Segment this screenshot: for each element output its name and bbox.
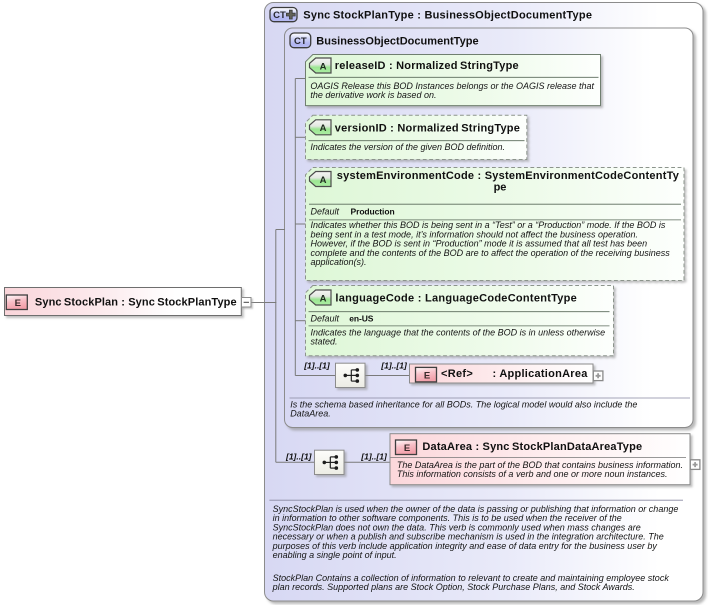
svg-text:[1]..[1]: [1]..[1] bbox=[285, 451, 313, 461]
svg-text:systemEnvironmentCode : System: systemEnvironmentCode : SystemEnvironmen… bbox=[337, 170, 680, 182]
svg-text:E: E bbox=[404, 443, 410, 454]
svg-text:However, if the BOD is sent in: However, if the BOD is sent in “Producti… bbox=[311, 239, 648, 249]
svg-text:BusinessObjectDocumentType: BusinessObjectDocumentType bbox=[316, 36, 478, 48]
svg-text:releaseID : Normalized StringT: releaseID : Normalized StringType bbox=[335, 60, 519, 72]
svg-text:CT: CT bbox=[294, 36, 307, 47]
svg-text:Sync StockPlan : Sync StockPla: Sync StockPlan : Sync StockPlanType bbox=[35, 296, 237, 308]
svg-text:[1]..[1]: [1]..[1] bbox=[380, 360, 408, 370]
svg-text:OAGIS Release this BOD Instanc: OAGIS Release this BOD Instances belongs… bbox=[310, 81, 594, 91]
svg-text:Indicates whether this BOD is: Indicates whether this BOD is being sent… bbox=[311, 220, 666, 230]
svg-text:Default: Default bbox=[311, 206, 340, 216]
svg-text:Production: Production bbox=[351, 206, 395, 216]
svg-text:DataArea.: DataArea. bbox=[290, 409, 331, 419]
svg-text:[1]..[1]: [1]..[1] bbox=[303, 360, 331, 370]
svg-text:Default: Default bbox=[311, 314, 340, 324]
svg-text:Sync StockPlanType : BusinessO: Sync StockPlanType : BusinessObjectDocum… bbox=[303, 10, 592, 22]
svg-text:plan records. Supported plans: plan records. Supported plans are Stock … bbox=[272, 582, 635, 592]
svg-text:Indicates the language that th: Indicates the language that the contents… bbox=[311, 327, 606, 337]
svg-text:StockPlan Contains a collecti: StockPlan Contains a collection of infor… bbox=[273, 573, 670, 583]
svg-text:A: A bbox=[320, 175, 327, 186]
svg-text:pe: pe bbox=[494, 182, 507, 194]
svg-text:E: E bbox=[15, 298, 21, 309]
svg-text:[1]..[1]: [1]..[1] bbox=[360, 451, 388, 461]
svg-text:E: E bbox=[424, 370, 430, 381]
svg-text:versionID : Normalized StringT: versionID : Normalized StringType bbox=[335, 123, 520, 135]
svg-text:This information consists of a: This information consists of a verb and … bbox=[397, 469, 668, 479]
svg-text:application(s).: application(s). bbox=[311, 257, 367, 267]
svg-text:: ApplicationArea: : ApplicationArea bbox=[493, 368, 589, 380]
svg-text:complete and the contents of t: complete and the contents of the BOD are… bbox=[311, 248, 671, 258]
svg-text:DataArea : Sync StockPlanDataA: DataArea : Sync StockPlanDataAreaType bbox=[422, 441, 642, 453]
svg-text:Is the schema based inheritanc: Is the schema based inheritance for all … bbox=[290, 400, 637, 410]
svg-text:being sent in a test mode, it’: being sent in a test mode, it’s informat… bbox=[311, 229, 639, 239]
svg-text:in information to other softwa: in information to other software compone… bbox=[273, 513, 622, 523]
svg-text:enabling a single point of inp: enabling a single point of input. bbox=[273, 550, 397, 560]
svg-text:SyncStockPlan is used when the: SyncStockPlan is used when the owner of … bbox=[273, 504, 679, 514]
svg-text:The DataArea is the part of th: The DataArea is the part of the BOD that… bbox=[397, 460, 683, 470]
svg-text:CT: CT bbox=[273, 10, 286, 21]
svg-text:Indicates the version of the g: Indicates the version of the given BOD d… bbox=[310, 142, 505, 152]
svg-text:the derivative work is based o: the derivative work is based on. bbox=[310, 90, 436, 100]
svg-text:necessary or when a publish an: necessary or when a publish and subscrib… bbox=[273, 532, 664, 542]
svg-text:stated.: stated. bbox=[311, 337, 338, 347]
svg-text:en-US: en-US bbox=[349, 314, 374, 324]
svg-text:languageCode : LanguageCodeCon: languageCode : LanguageCodeContentType bbox=[335, 293, 577, 305]
svg-text:purposes of this verb include: purposes of this verb include applicatio… bbox=[272, 541, 658, 551]
svg-text:A: A bbox=[320, 123, 327, 134]
svg-text:SyncStockPlan does not own the: SyncStockPlan does not own the data. Thi… bbox=[273, 522, 641, 532]
svg-text:<Ref>: <Ref> bbox=[441, 368, 473, 380]
svg-text:A: A bbox=[320, 293, 327, 304]
svg-text:A: A bbox=[320, 61, 327, 72]
